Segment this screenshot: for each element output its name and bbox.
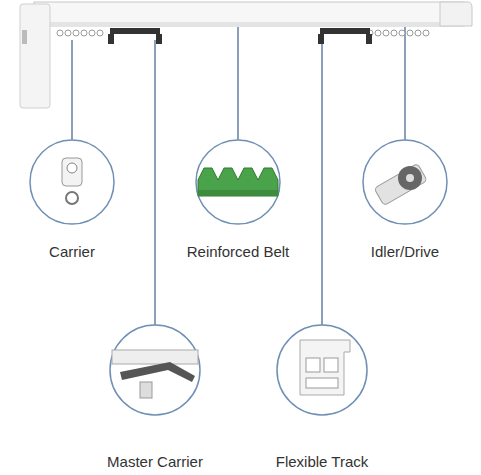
part-label: Idler/Drive [371,243,439,261]
part-label: Carrier [49,243,95,261]
part-label: Flexible Track [276,453,369,471]
part-label: Reinforced Belt [187,243,290,261]
part-label: Master Carrier [107,453,203,471]
